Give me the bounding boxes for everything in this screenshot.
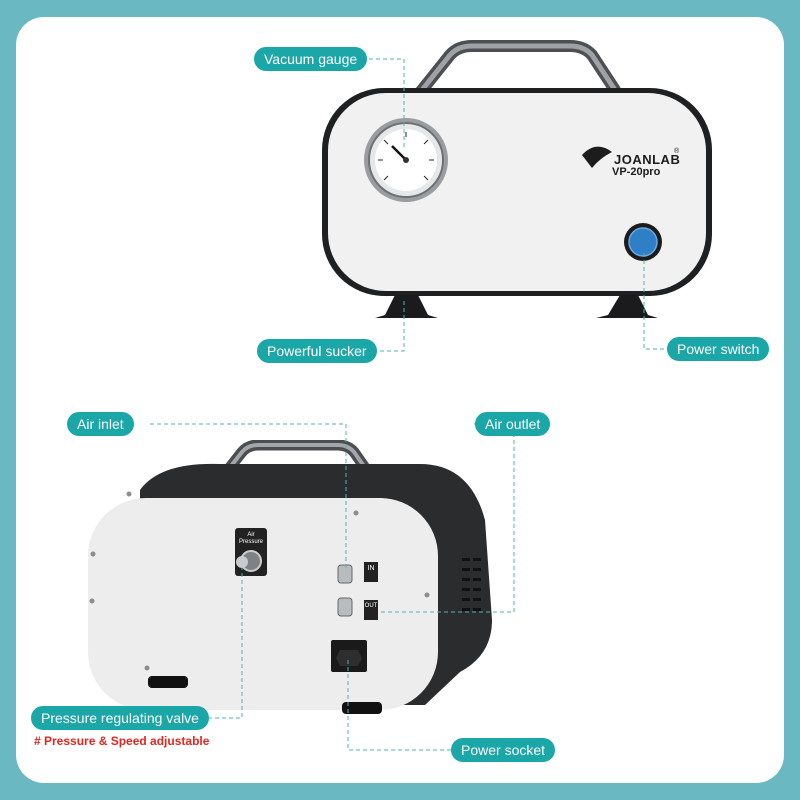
vacuum-gauge-label: Vacuum gauge [254, 47, 368, 71]
air-pressure-panel-label: Air Pressure [238, 532, 263, 545]
back-pump-illustration [88, 440, 492, 714]
brand-name: JOANLAB [614, 152, 681, 167]
powerful-sucker-label: Powerful sucker [257, 339, 377, 363]
registered-mark: ® [674, 148, 680, 155]
front-pump-illustration [322, 40, 712, 318]
pressure-valve-label: Pressure regulating valve [31, 706, 209, 730]
power-switch-label: Power switch [667, 337, 770, 361]
power-socket-label: Power socket [451, 738, 556, 762]
air-outlet-label: Air outlet [475, 412, 551, 436]
outlet-tag: OUT [364, 603, 378, 609]
air-inlet-label: Air inlet [67, 412, 134, 436]
inlet-tag: IN [367, 565, 375, 572]
adjustable-note: # Pressure & Speed adjustable [34, 734, 210, 748]
model-name: VP-20pro [612, 166, 661, 178]
